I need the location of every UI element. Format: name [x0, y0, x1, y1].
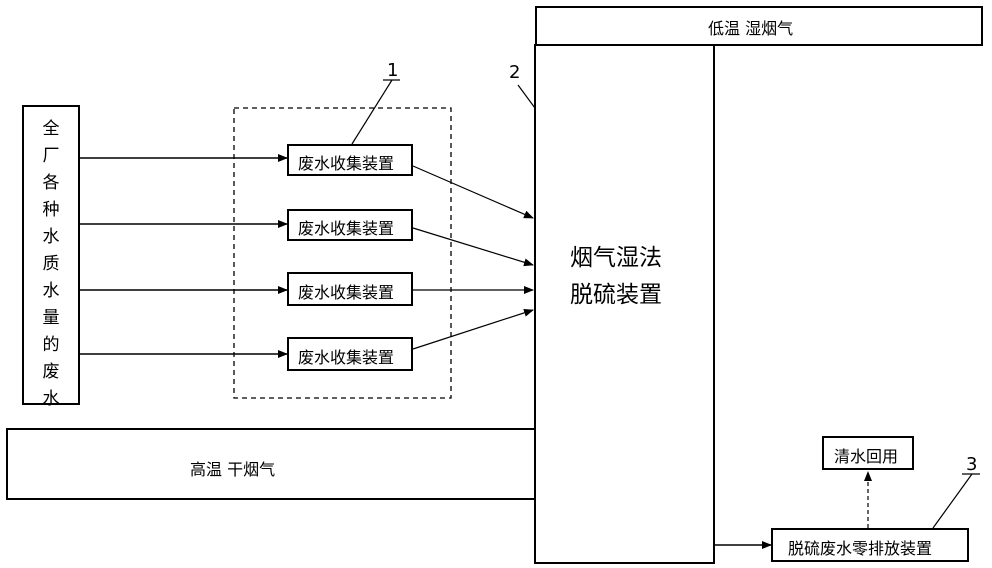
wastewater-collector-3	[287, 272, 413, 306]
clean-water-reuse-box	[822, 436, 914, 470]
wastewater-collector-3-label: 废水收集装置	[298, 283, 395, 302]
high-temp-dry-flue-gas-label: 高温 干烟气	[190, 460, 276, 479]
callout-number-1: 1	[387, 60, 399, 81]
fgd-unit-label-line2: 脱硫装置	[570, 282, 662, 308]
arrow-collector-2-to-fgd	[412, 227, 534, 267]
desulfurization-wastewater-zld-box	[771, 528, 969, 562]
low-temp-wet-flue-gas-label: 低温 湿烟气	[708, 19, 794, 38]
wastewater-collector-2-label: 废水收集装置	[298, 219, 395, 238]
callout-1-leader	[351, 79, 393, 145]
callout-number-3: 3	[966, 454, 978, 475]
callout-number-2: 2	[509, 62, 521, 83]
arrow-collector-1-to-fgd	[412, 165, 534, 219]
low-temp-wet-flue-gas-band	[535, 6, 983, 46]
wastewater-collector-1-label: 废水收集装置	[298, 154, 395, 173]
wastewater-collector-1	[287, 144, 413, 176]
fgd-unit-label-line1: 烟气湿法	[570, 245, 662, 271]
wastewater-collector-4-label: 废水收集装置	[298, 348, 395, 367]
fgd-unit-box	[534, 44, 715, 564]
high-temp-dry-flue-gas-band	[6, 428, 558, 500]
plant-wastewater-source-box	[22, 105, 80, 405]
wastewater-collector-4	[287, 337, 413, 371]
desulfurization-wastewater-zld-label: 脱硫废水零排放装置	[788, 539, 933, 558]
callout-3-leader	[932, 473, 973, 529]
collector-group-frame	[233, 107, 452, 399]
arrow-collector-4-to-fgd	[412, 308, 534, 350]
plant-wastewater-source-label: 全 厂 各 种 水 质 水 量 的 废 水	[42, 119, 60, 409]
clean-water-reuse-label: 清水回用	[834, 447, 899, 466]
wastewater-collector-2	[287, 209, 413, 241]
